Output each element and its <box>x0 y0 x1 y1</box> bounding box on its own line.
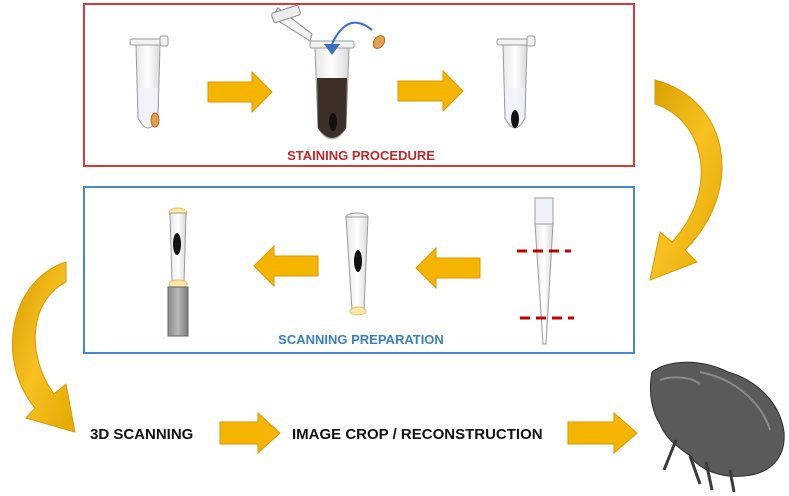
curved-arrow-right-icon <box>649 79 723 281</box>
arrow-left-icon <box>253 244 319 288</box>
arrow-right-icon <box>397 69 464 113</box>
cut-tip-icon <box>345 212 369 316</box>
arrow-right-icon <box>207 70 273 114</box>
3d-scanning-label: 3D SCANNING <box>90 426 194 443</box>
microtube-icon <box>129 35 169 129</box>
pipette-tip-icon <box>517 197 574 345</box>
specimen-icon <box>372 35 386 49</box>
staining-procedure-label: STAINING PROCEDURE <box>287 148 435 163</box>
arrow-right-icon <box>567 411 638 455</box>
image-crop-reconstruction-label: IMAGE CROP / RECONSTRUCTION <box>292 426 543 443</box>
drop-arrow-icon <box>331 21 373 45</box>
arrow-left-icon <box>415 246 481 290</box>
scanning-preparation-label: SCANNING PREPARATION <box>278 332 444 347</box>
mounted-tube-icon <box>167 207 189 337</box>
scanning-preparation-panel: SCANNING PREPARATION <box>83 186 635 354</box>
arrow-right-icon <box>219 411 281 455</box>
staining-procedure-panel: STAINING PROCEDURE <box>83 3 635 167</box>
microtube-stain-icon <box>271 4 355 140</box>
curved-arrow-left-icon <box>12 261 76 433</box>
beetle-render-icon <box>649 361 785 493</box>
microtube-icon <box>496 35 536 129</box>
